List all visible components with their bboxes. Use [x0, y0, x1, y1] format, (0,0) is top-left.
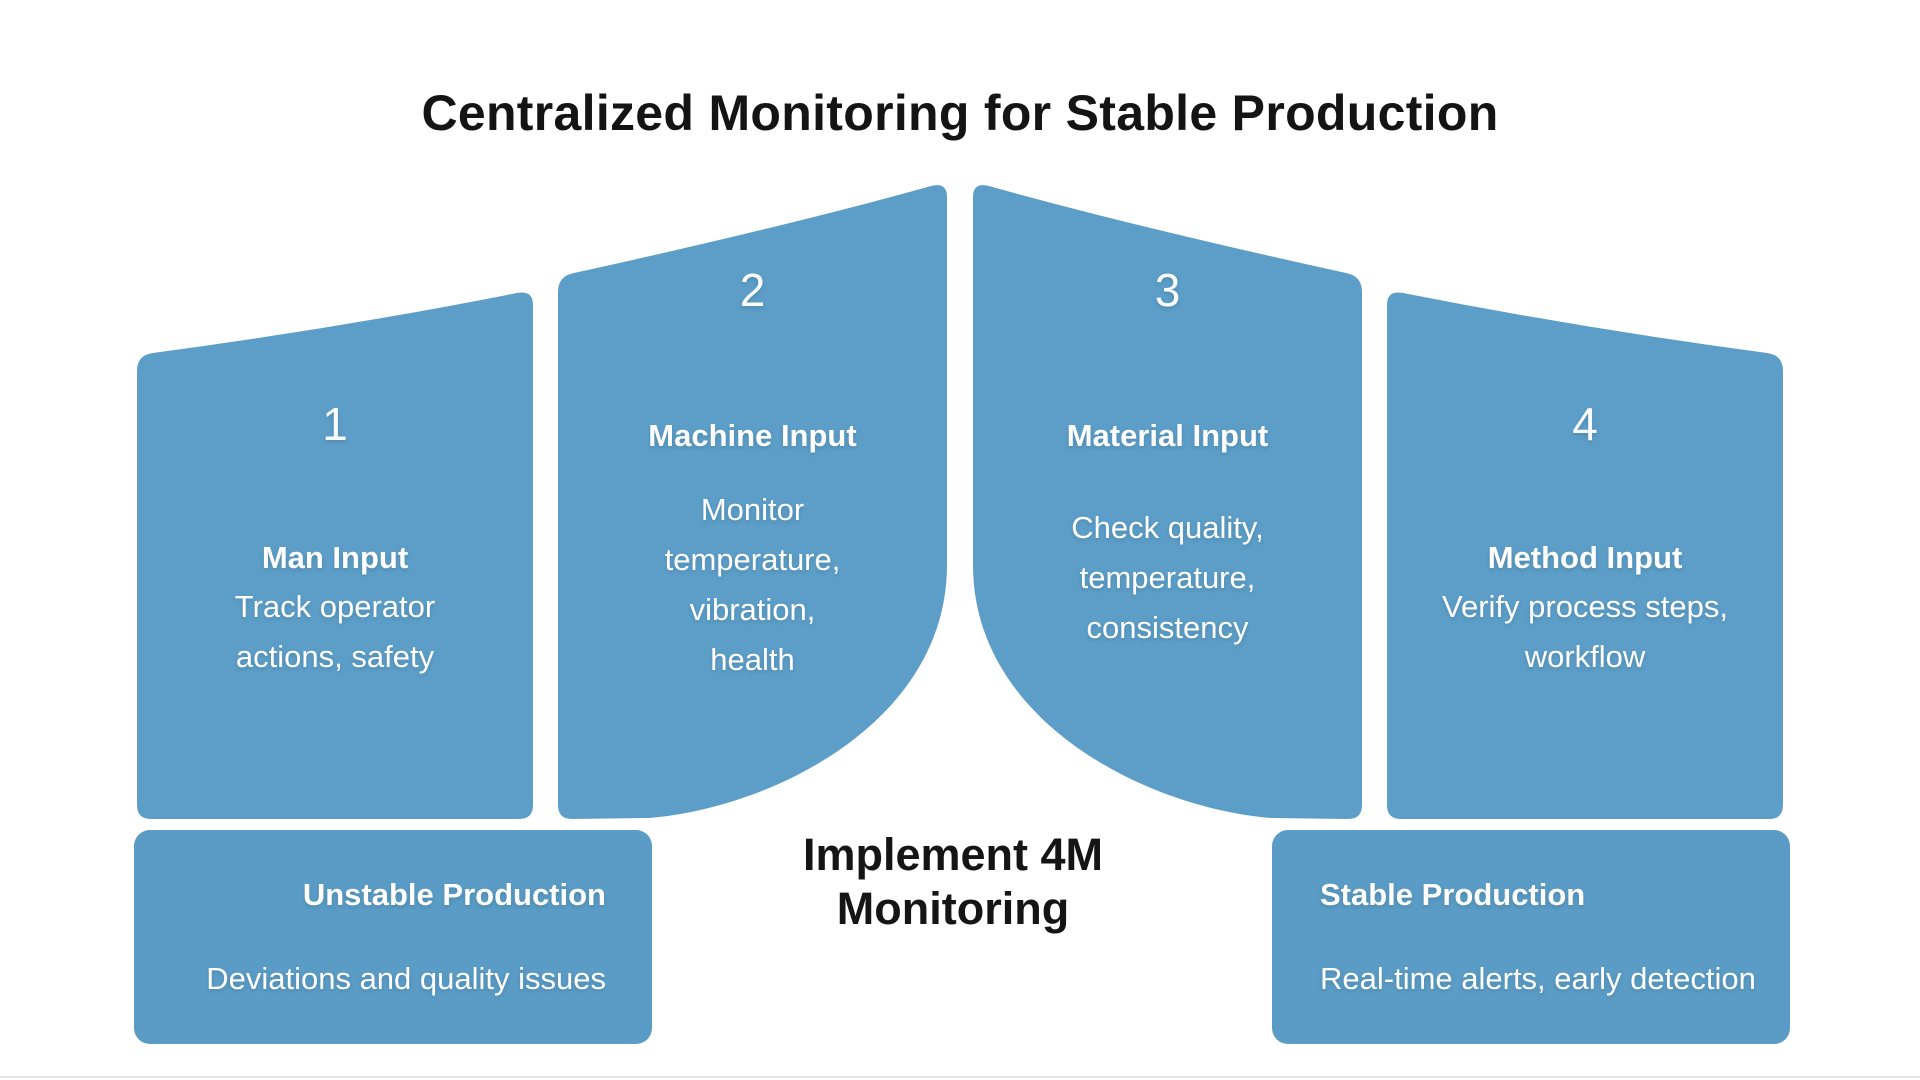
panel-4-number: 4 — [1572, 398, 1598, 450]
panel-1-description: Track operator actions, safety — [234, 589, 436, 674]
panel-4-title: Method Input — [1487, 540, 1683, 575]
panel-3-title: Material Input — [1066, 418, 1269, 453]
panel-3-shape — [973, 185, 1362, 819]
stable-production-box: Stable Production Real-time alerts, earl… — [1272, 830, 1790, 1044]
panel-1-title: Man Input — [261, 540, 409, 575]
panel-2-title: Machine Input — [648, 418, 857, 453]
panel-4-shape — [1387, 292, 1783, 819]
unstable-production-box: Unstable Production Deviations and quali… — [134, 830, 652, 1044]
stable-production-description: Real-time alerts, early detection — [1320, 961, 1756, 996]
unstable-production-title: Unstable Production — [302, 877, 606, 912]
diagram-title: Centralized Monitoring for Stable Produc… — [421, 85, 1499, 141]
panel-3-number: 3 — [1154, 264, 1181, 316]
center-action-label: Implement 4M Monitoring — [802, 829, 1104, 934]
panel-1-shape — [137, 292, 533, 819]
panel-3-description: Check quality, temperature, consistency — [1071, 510, 1264, 645]
unstable-production-description: Deviations and quality issues — [206, 961, 606, 996]
panel-2-description: Monitor temperature, vibration, health — [664, 492, 841, 677]
bottom-divider — [0, 1076, 1920, 1078]
panel-2-number: 2 — [739, 264, 766, 316]
panel-1-number: 1 — [322, 398, 348, 450]
panel-2-shape — [558, 185, 947, 819]
panel-4-description: Verify process steps, workflow — [1441, 589, 1728, 674]
stable-production-title: Stable Production — [1320, 877, 1586, 912]
